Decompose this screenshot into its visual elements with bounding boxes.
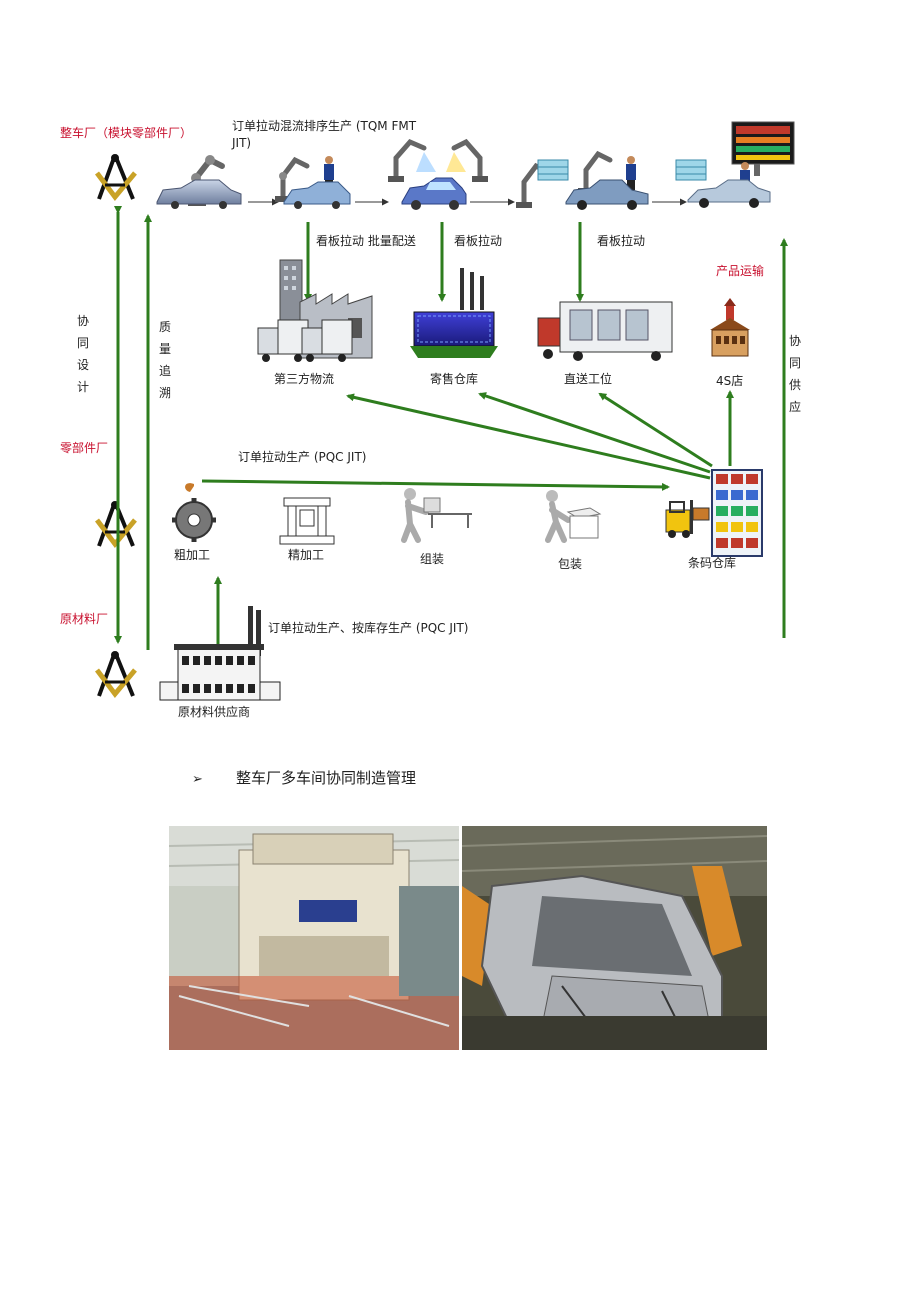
label-packing: 包装 [558, 557, 583, 571]
worker-icon [626, 156, 636, 190]
truck-icon [257, 319, 353, 362]
car-body-icon [687, 179, 771, 208]
label-third-party: 第三方物流 [274, 372, 335, 386]
car-body-icon [401, 177, 467, 210]
label-bottom-flow: 订单拉动生产、按库存生产 (PQC JIT) [268, 621, 469, 635]
robot-arm-icon [388, 138, 436, 182]
label-top-flow: 订单拉动混流排序生产 (TQM FMT [232, 119, 417, 133]
label-kanban-3: 看板拉动 [597, 234, 646, 248]
truck-icon [537, 301, 673, 361]
robot-arm-icon [446, 138, 488, 182]
section-bullet: ➢ 整车厂多车间协同制造管理 [192, 767, 416, 788]
label-kanban-2: 看板拉动 [454, 234, 503, 248]
gear-icon [172, 483, 216, 542]
car-body-icon [565, 179, 649, 210]
section-bullet-text: 整车厂多车间协同制造管理 [236, 769, 417, 787]
label-quality-trace: 质量追溯 [158, 320, 171, 400]
worker-icon [545, 490, 602, 543]
label-consign-wh: 寄售仓库 [430, 372, 479, 386]
label-finishing: 精加工 [288, 548, 325, 562]
press-machine-icon [279, 497, 335, 545]
label-raw-plant: 原材料厂 [60, 612, 109, 626]
shelf-icon [537, 159, 569, 181]
compass-square-icon [95, 154, 137, 202]
label-top-flow-2: JIT) [232, 136, 252, 150]
press-workshop-photo [169, 826, 459, 1050]
factory-icon [159, 606, 281, 701]
label-assembly: 组装 [420, 552, 445, 566]
bullet-arrow-icon: ➢ [192, 772, 203, 787]
compass-square-icon [95, 501, 137, 549]
shelf-icon [675, 159, 707, 181]
label-collab-supply: 协同供应 [788, 334, 801, 414]
label-4s-dealer: 4S店 [716, 374, 744, 388]
label-collab-design: 协同设计 [76, 314, 89, 394]
warehouse-icon [410, 268, 498, 358]
label-rough-machining: 粗加工 [174, 548, 211, 562]
car-body-icon [156, 179, 242, 209]
label-raw-supplier: 原材料供应商 [178, 705, 251, 719]
worker-icon [401, 488, 472, 543]
compass-square-icon [95, 651, 137, 699]
label-mid-flow: 订单拉动生产 (PQC JIT) [238, 450, 367, 464]
label-direct-station: 直送工位 [564, 372, 613, 386]
display-board-icon [731, 121, 795, 176]
shop-icon [710, 298, 750, 357]
supply-chain-diagram [95, 121, 795, 701]
label-barcode-wh: 条码仓库 [688, 556, 737, 570]
label-parts-plant: 零部件厂 [60, 441, 109, 455]
forklift-icon [665, 500, 710, 538]
label-product-transport: 产品运输 [716, 264, 765, 278]
shelf-icon [711, 469, 763, 557]
robot-arm-icon [275, 156, 310, 202]
label-kanban-batch: 看板拉动 批量配送 [316, 234, 416, 248]
car-body-icon [283, 181, 351, 209]
label-oem-plant: 整车厂（模块零部件厂） [60, 126, 193, 140]
body-shop-photo [462, 826, 767, 1050]
